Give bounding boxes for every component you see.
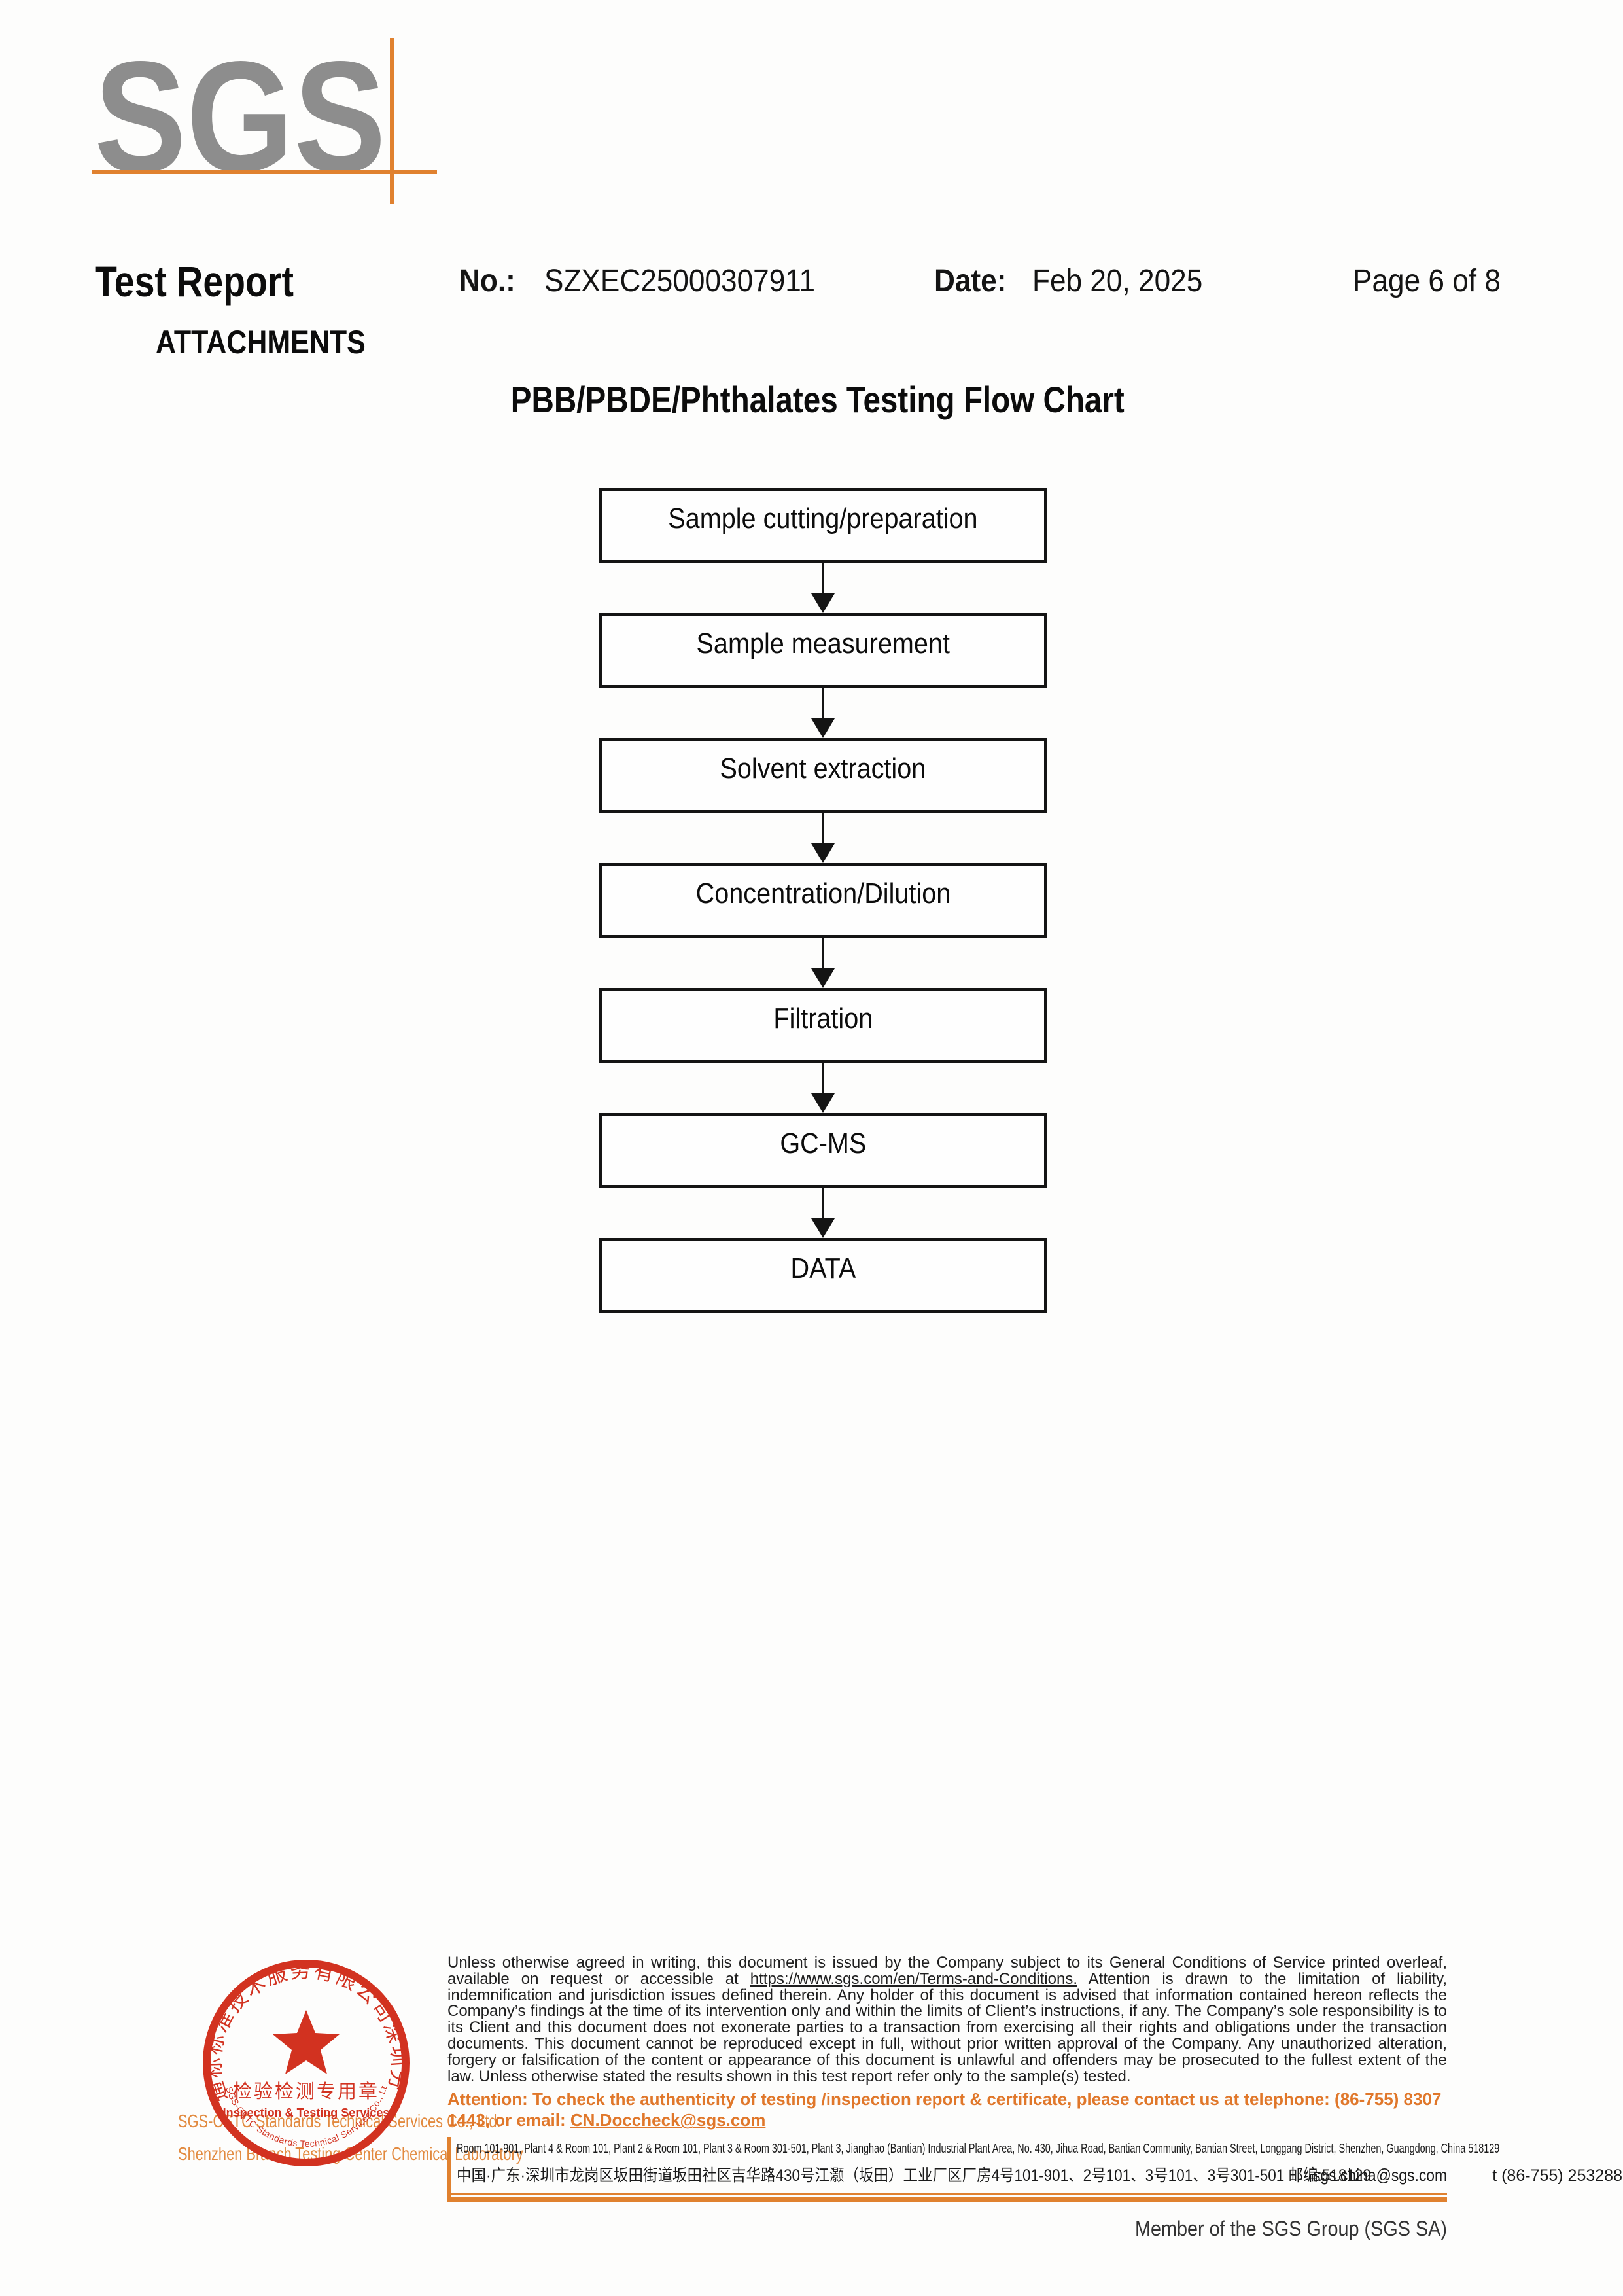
disclaimer-part2: Attention is drawn to the limitation of … [447, 1969, 1447, 2085]
flow-step-sample-measurement: Sample measurement [599, 613, 1047, 688]
member-line: Member of the SGS Group (SGS SA) [1135, 2217, 1447, 2241]
flow-step-solvent-extraction: Solvent extraction [599, 738, 1047, 813]
sgs-logo-text: SGS [94, 33, 386, 205]
report-date-value: Feb 20, 2025 [1032, 264, 1203, 298]
telephone: t (86-755) 25328888 [1492, 2166, 1623, 2185]
disclaimer-text: Unless otherwise agreed in writing, this… [447, 1954, 1447, 2085]
flow-arrow-head [811, 968, 835, 988]
attention-text: Attention: To check the authenticity of … [447, 2089, 1447, 2130]
flow-arrow-head [811, 718, 835, 738]
flow-step-data: DATA [599, 1238, 1047, 1313]
address-english: Room 101-901, Plant 4 & Room 101, Plant … [457, 2142, 1500, 2157]
page-number: Page 6 of 8 [1353, 264, 1501, 298]
flow-step-gc-ms: GC-MS [599, 1113, 1047, 1188]
flow-arrow-head [811, 1218, 835, 1238]
flow-step-concentration-dilution: Concentration/Dilution [599, 863, 1047, 938]
flow-arrow-line [822, 1063, 824, 1094]
flowchart-title: PBB/PBDE/Phthalates Testing Flow Chart [510, 379, 1125, 420]
flow-arrow-head [811, 843, 835, 863]
flow-step-filtration: Filtration [599, 988, 1047, 1063]
disclaimer-part1: Unless otherwise agreed in writing, this… [447, 1954, 1447, 1988]
stamp-center-en: Inspection & Testing Services [223, 2106, 390, 2119]
address-block: Room 101-901, Plant 4 & Room 101, Plant … [447, 2137, 1623, 2200]
inspection-stamp: 通标标准技术服务有限公司深圳分公司 检验检测专用章 Inspection & T… [198, 1955, 410, 2166]
terms-and-conditions-link[interactable]: https://www.sgs.com/en/Terms-and-Conditi… [750, 1969, 1077, 1988]
doccheck-email-link[interactable]: CN.Doccheck@sgs.com [570, 2110, 766, 2130]
flow-arrow-line [822, 563, 824, 594]
flow-arrow-line [822, 1188, 824, 1219]
flow-arrow-line [822, 688, 824, 719]
page-title: Test Report [95, 257, 294, 306]
flow-arrow-line [822, 938, 824, 969]
flow-arrow-head [811, 593, 835, 613]
footer-divider [447, 2193, 1447, 2203]
address-left-bar [447, 2137, 451, 2200]
sgs-logo: SGS [92, 33, 437, 205]
stamp-ring [203, 1960, 410, 2166]
stamp-center-cn: 检验检测专用章 [233, 2080, 379, 2102]
report-no-label: No.: [459, 264, 515, 298]
footer: Unless otherwise agreed in writing, this… [447, 1954, 1623, 2241]
address-chinese: 中国·广东·深圳市龙岗区坂田街道坂田社区吉华路430号江灏（坂田）工业厂区厂房4… [457, 2166, 1371, 2185]
flow-step-sample-cutting: Sample cutting/preparation [599, 488, 1047, 563]
report-date-label: Date: [934, 264, 1007, 298]
attachments-subtitle: ATTACHMENTS [156, 324, 366, 361]
flow-arrow-head [811, 1093, 835, 1113]
logo-horizontal-line [92, 170, 437, 174]
logo-vertical-line [390, 38, 394, 204]
flow-arrow-line [822, 813, 824, 844]
attention-part1: Attention: To check the authenticity of … [447, 2089, 1442, 2130]
email-link[interactable]: sgs.china@sgs.com [1312, 2165, 1447, 2185]
stamp-star-icon [273, 2010, 340, 2074]
report-no-value: SZXEC25000307911 [544, 264, 816, 298]
